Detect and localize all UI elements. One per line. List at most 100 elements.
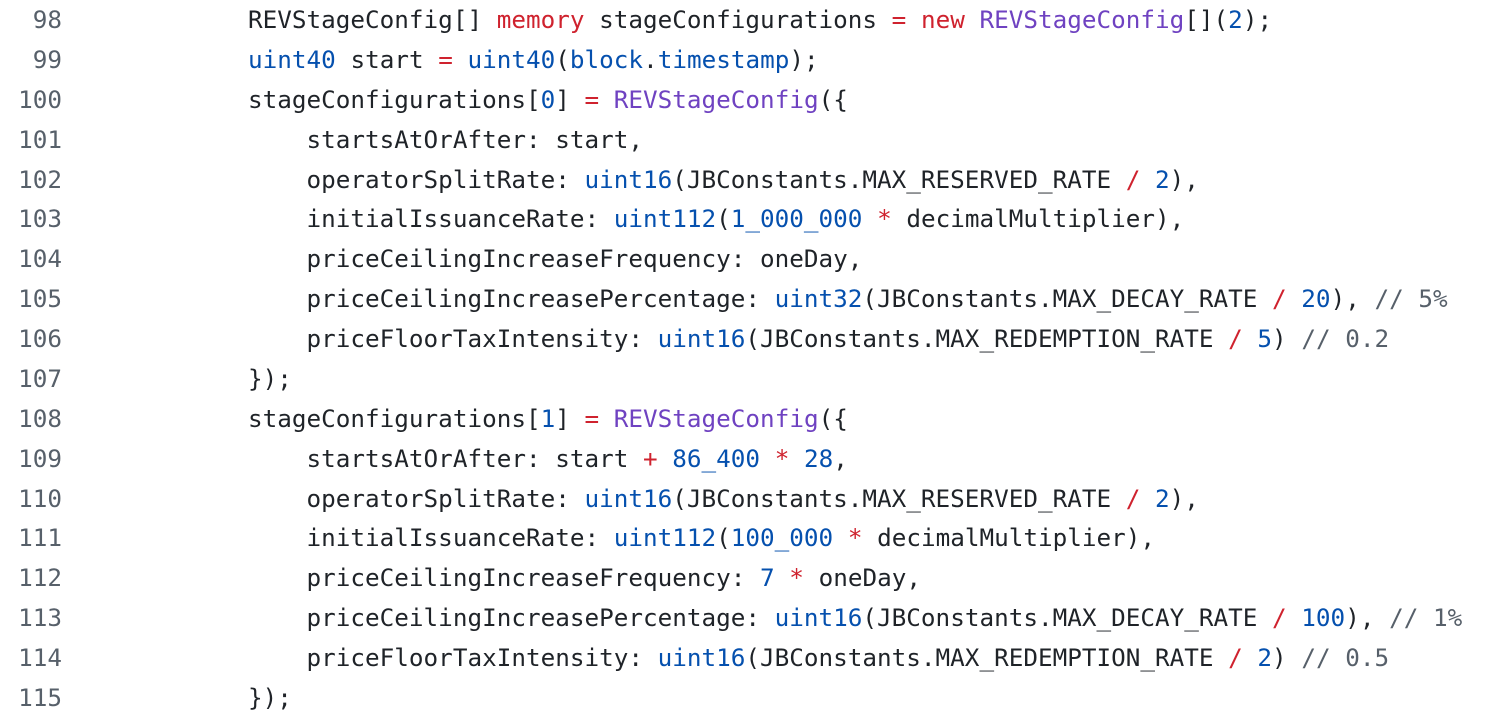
line-number[interactable]: 109 xyxy=(18,443,62,473)
code-line-content: REVStageConfig[] memory stageConfigurati… xyxy=(62,0,1498,40)
code-token-keyword-or-operator: / xyxy=(1228,324,1243,353)
code-token-plain-text: (JBConstants.MAX_RESERVED_RATE xyxy=(672,164,1126,194)
code-line-content: stageConfigurations[0] = REVStageConfig(… xyxy=(62,80,1498,120)
code-token-plain-text: startsAtOrAfter: start, xyxy=(131,124,643,154)
code-token-plain-text: ), xyxy=(1345,603,1390,633)
code-token-plain-text: , xyxy=(833,443,848,473)
code-token-type-or-number-constant: uint40 xyxy=(248,44,336,74)
code-token-plain-text xyxy=(599,85,614,114)
code-line: 100 stageConfigurations[0] = REVStageCon… xyxy=(0,80,1498,120)
code-token-entity-type-name: REVStageConfig xyxy=(613,84,819,114)
code-token-plain-text xyxy=(453,45,468,74)
code-token-plain-text: . xyxy=(643,44,658,74)
line-number[interactable]: 102 xyxy=(18,164,62,194)
code-token-plain-text xyxy=(833,523,848,552)
code-token-comment: // 0.5 xyxy=(1301,643,1390,672)
line-number[interactable]: 111 xyxy=(18,523,62,553)
code-line-content: stageConfigurations[1] = REVStageConfig(… xyxy=(62,399,1498,439)
code-token-plain-text: (JBConstants.MAX_RESERVED_RATE xyxy=(672,483,1126,513)
code-token-type-or-number-constant: 28 xyxy=(803,443,834,473)
code-token-plain-text xyxy=(658,444,673,473)
code-line: 113 priceCeilingIncreasePercentage: uint… xyxy=(0,598,1498,638)
code-token-comment: // 0.2 xyxy=(1301,324,1390,353)
code-token-plain-text: priceFloorTaxIntensity: xyxy=(131,324,658,353)
code-token-plain-text: stageConfigurations xyxy=(584,5,892,34)
code-token-plain-text: priceCeilingIncreaseFrequency: oneDay, xyxy=(131,244,863,274)
line-number[interactable]: 98 xyxy=(32,5,62,34)
line-number[interactable]: 114 xyxy=(18,643,62,672)
code-token-type-or-number-constant: 2 xyxy=(1257,643,1273,672)
line-number[interactable]: 101 xyxy=(18,124,62,154)
code-token-plain-text xyxy=(1140,165,1155,194)
code-line-content: priceFloorTaxIntensity: uint16(JBConstan… xyxy=(62,319,1498,359)
line-number[interactable]: 113 xyxy=(18,603,62,633)
code-token-plain-text: priceCeilingIncreasePercentage: xyxy=(131,284,775,314)
code-token-keyword-or-operator: / xyxy=(1125,164,1141,194)
code-token-plain-text: ) xyxy=(1272,324,1302,353)
code-token-plain-text: []( xyxy=(1184,5,1229,34)
code-token-type-or-number-constant: 86_400 xyxy=(672,443,761,473)
code-token-plain-text: decimalMultiplier), xyxy=(891,204,1185,234)
code-token-plain-text: (JBConstants.MAX_DECAY_RATE xyxy=(862,603,1273,633)
line-number[interactable]: 106 xyxy=(18,324,62,353)
code-token-type-or-number-constant: timestamp xyxy=(657,44,790,74)
code-token-type-or-number-constant: uint40 xyxy=(467,44,556,74)
code-token-keyword-or-operator: * xyxy=(847,523,863,553)
code-line-content: initialIssuanceRate: uint112(100_000 * d… xyxy=(62,518,1498,558)
code-token-type-or-number-constant: uint16 xyxy=(584,483,673,513)
code-token-keyword-or-operator: = xyxy=(891,5,907,34)
code-line: 114 priceFloorTaxIntensity: uint16(JBCon… xyxy=(0,638,1498,678)
code-token-plain-text: }); xyxy=(131,682,292,712)
code-line: 111 initialIssuanceRate: uint112(100_000… xyxy=(0,518,1498,558)
line-number[interactable]: 108 xyxy=(18,403,62,433)
code-line: 110 operatorSplitRate: uint16(JBConstant… xyxy=(0,479,1498,519)
code-token-plain-text xyxy=(599,404,614,433)
code-token-plain-text: startsAtOrAfter: start xyxy=(131,443,643,473)
line-number[interactable]: 103 xyxy=(18,204,62,234)
code-token-type-or-number-constant: uint16 xyxy=(774,603,863,633)
code-line: 104 priceCeilingIncreaseFrequency: oneDa… xyxy=(0,239,1498,279)
code-token-plain-text: decimalMultiplier), xyxy=(862,523,1156,553)
code-token-plain-text: ({ xyxy=(818,403,848,433)
code-line-content: uint40 start = uint40(block.timestamp); xyxy=(62,40,1498,80)
code-token-comment: // 1% xyxy=(1389,603,1463,633)
line-number[interactable]: 110 xyxy=(18,483,62,513)
code-token-plain-text: (JBConstants.MAX_DECAY_RATE xyxy=(862,284,1273,314)
line-number[interactable]: 99 xyxy=(32,44,62,74)
code-line-content: operatorSplitRate: uint16(JBConstants.MA… xyxy=(62,160,1498,200)
code-token-plain-text xyxy=(862,204,877,233)
line-number[interactable]: 100 xyxy=(18,84,62,114)
code-token-type-or-number-constant: uint16 xyxy=(584,164,673,194)
code-line: 109 startsAtOrAfter: start + 86_400 * 28… xyxy=(0,439,1498,479)
code-line-content: priceCeilingIncreasePercentage: uint16(J… xyxy=(62,598,1498,638)
code-line: 103 initialIssuanceRate: uint112(1_000_0… xyxy=(0,199,1498,239)
code-token-keyword-or-operator: / xyxy=(1125,483,1141,513)
code-token-type-or-number-constant: 1_000_000 xyxy=(730,204,863,234)
code-token-plain-text xyxy=(1287,284,1302,313)
code-line: 105 priceCeilingIncreasePercentage: uint… xyxy=(0,279,1498,319)
code-token-plain-text xyxy=(1243,324,1258,353)
code-line: 98 REVStageConfig[] memory stageConfigur… xyxy=(0,0,1498,40)
code-line-content: priceCeilingIncreasePercentage: uint32(J… xyxy=(62,279,1498,319)
code-token-plain-text: priceCeilingIncreaseFrequency: xyxy=(131,563,761,593)
code-token-plain-text: stageConfigurations[ xyxy=(131,84,541,114)
code-token-plain-text: ] xyxy=(555,84,585,114)
line-number[interactable]: 107 xyxy=(18,363,62,393)
code-token-plain-text: ( xyxy=(555,44,570,74)
code-line-content: priceCeilingIncreaseFrequency: oneDay, xyxy=(62,239,1498,279)
code-line: 102 operatorSplitRate: uint16(JBConstant… xyxy=(0,160,1498,200)
line-number[interactable]: 105 xyxy=(18,284,62,314)
code-token-type-or-number-constant: 2 xyxy=(1155,164,1170,194)
code-token-keyword-or-operator: * xyxy=(789,563,804,593)
code-token-keyword-or-operator: = xyxy=(584,84,600,114)
code-token-type-or-number-constant: block xyxy=(569,44,644,74)
code-token-plain-text xyxy=(1287,603,1302,632)
code-token-plain-text: ( xyxy=(716,523,731,553)
line-number[interactable]: 104 xyxy=(18,244,62,274)
line-number[interactable]: 115 xyxy=(18,682,62,712)
line-number[interactable]: 112 xyxy=(18,563,62,593)
code-token-plain-text: oneDay, xyxy=(803,563,921,593)
code-token-keyword-or-operator: * xyxy=(877,204,892,234)
code-token-keyword-or-operator: = xyxy=(584,403,600,433)
code-token-plain-text: ); xyxy=(1242,5,1273,34)
